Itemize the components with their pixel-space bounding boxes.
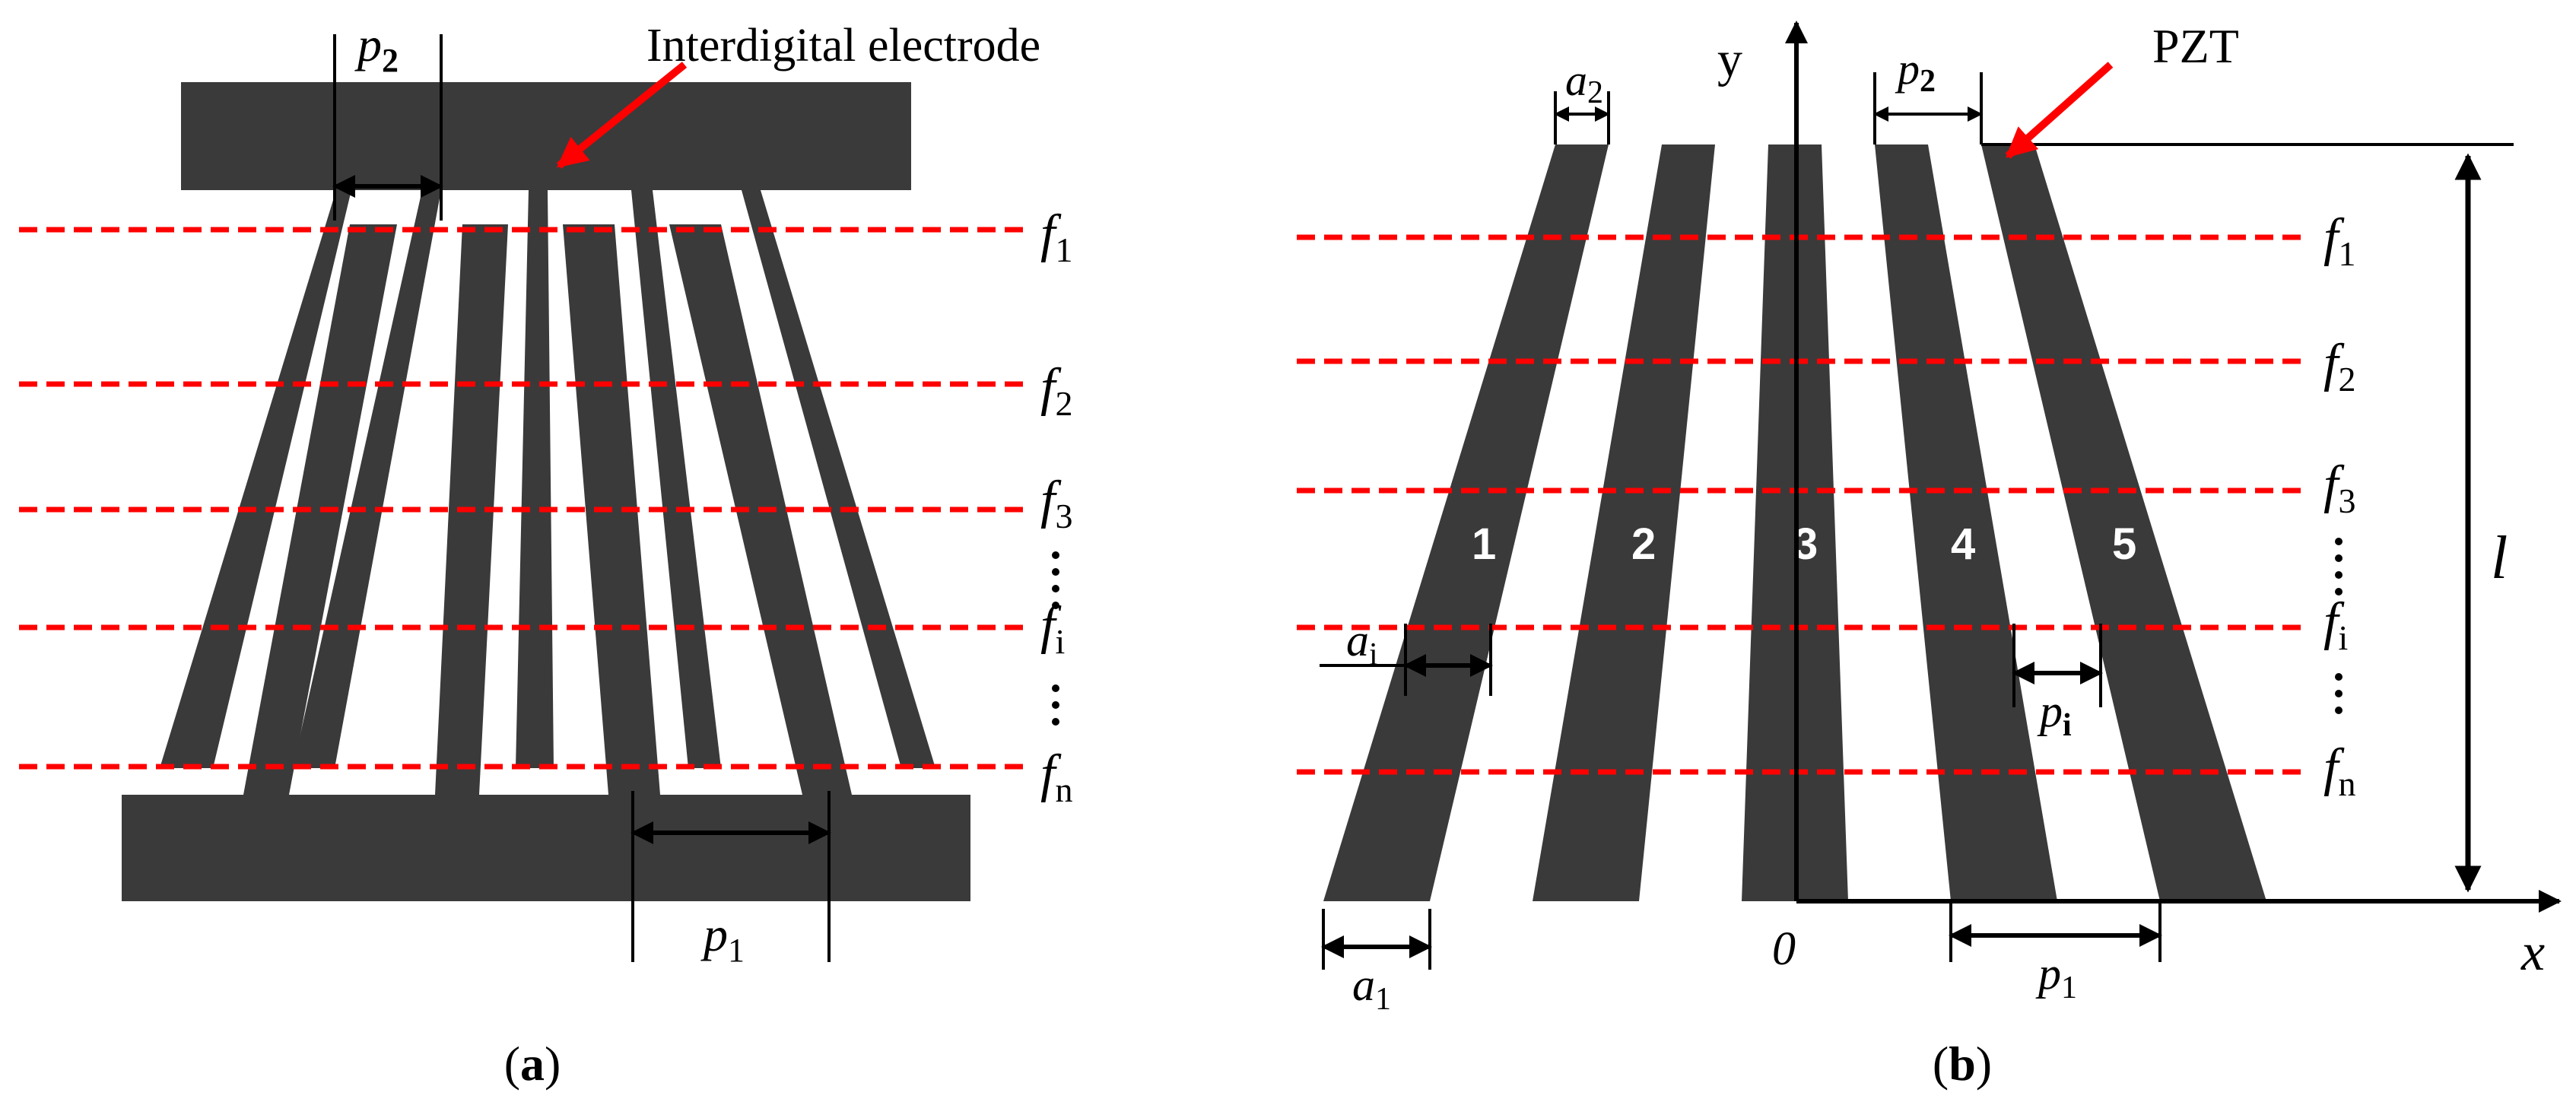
p2-label-b: p2 xyxy=(1895,44,1936,99)
length-label: l xyxy=(2491,525,2508,592)
p1-dimension xyxy=(631,791,831,962)
finger-number-5: 5 xyxy=(2112,519,2136,569)
pi-label: pi xyxy=(2037,686,2072,743)
pzt-fingers xyxy=(1323,144,2266,901)
top-bus-bar xyxy=(181,82,911,190)
pzt-finger-5 xyxy=(1981,144,2266,901)
electrode-body xyxy=(122,82,970,901)
p2-label: p2 xyxy=(354,17,399,79)
vertical-ellipsis xyxy=(1052,551,1059,726)
finger-numbers: 1 2 3 4 5 xyxy=(1472,519,2136,569)
p1-label-b: p1 xyxy=(2035,948,2077,1005)
a2-dimension xyxy=(1554,91,1610,144)
freq-label-b-f2: f2 xyxy=(2323,334,2355,399)
frequency-lines xyxy=(19,227,1023,770)
electrode-finger xyxy=(516,190,554,768)
p1-dimension-b xyxy=(1949,901,2162,962)
freq-label-b-f1: f1 xyxy=(2323,208,2355,273)
p1-label: p1 xyxy=(700,907,745,969)
a2-label: a2 xyxy=(1565,56,1603,110)
pzt-finger-2 xyxy=(1533,144,1715,901)
freq-label-b-fi: fi xyxy=(2323,592,2348,657)
freq-label-f2: f2 xyxy=(1040,358,1072,423)
a1-label: a1 xyxy=(1352,960,1391,1017)
origin-label: 0 xyxy=(1772,923,1796,975)
electrode-finger xyxy=(742,190,935,768)
freq-label-b-f3: f3 xyxy=(2323,456,2355,520)
pzt-label: PZT xyxy=(2152,19,2239,73)
freq-label-fn: fn xyxy=(1040,745,1072,809)
pi-dimension xyxy=(2012,624,2103,707)
electrode-finger xyxy=(160,190,351,768)
interdigital-electrode-label: Interdigital electrode xyxy=(646,20,1040,71)
freq-label-fi: fi xyxy=(1040,596,1065,661)
pzt-finger-4 xyxy=(1875,144,2057,901)
finger-number-1: 1 xyxy=(1472,519,1496,569)
vertical-ellipsis-b xyxy=(2335,538,2343,714)
freq-label-b-fn: fn xyxy=(2323,738,2355,803)
p2-dimension-b xyxy=(1873,72,1983,144)
panel-b-pzt-geometry: 1 2 3 4 5 xyxy=(1297,19,2562,1091)
electrode-finger xyxy=(293,190,441,768)
panel-b-caption: (b) xyxy=(1933,1037,1992,1091)
electrode-finger xyxy=(631,190,721,768)
freq-label-f3: f3 xyxy=(1040,471,1072,535)
interdigital-pointer-arrow xyxy=(556,62,688,169)
y-axis-label: y xyxy=(1717,32,1742,87)
x-axis-label: x xyxy=(2520,923,2545,982)
coordinate-axes xyxy=(1785,21,2562,913)
ai-label: ai xyxy=(1346,615,1378,672)
finger-number-2: 2 xyxy=(1631,519,1656,569)
bottom-bus-bar xyxy=(122,795,970,901)
pzt-finger-1 xyxy=(1323,144,1609,901)
ai-dimension xyxy=(1320,624,1493,696)
panel-a-interdigital-electrode: Interdigital electrode p2 p1 f1 f2 f3 fi… xyxy=(19,17,1072,1091)
pzt-pointer-arrow xyxy=(2005,62,2114,159)
a1-dimension xyxy=(1321,909,1432,970)
freq-label-f1: f1 xyxy=(1040,205,1072,269)
panel-a-caption: (a) xyxy=(504,1037,561,1091)
finger-number-4: 4 xyxy=(1951,519,1975,569)
p2-dimension xyxy=(332,34,443,221)
